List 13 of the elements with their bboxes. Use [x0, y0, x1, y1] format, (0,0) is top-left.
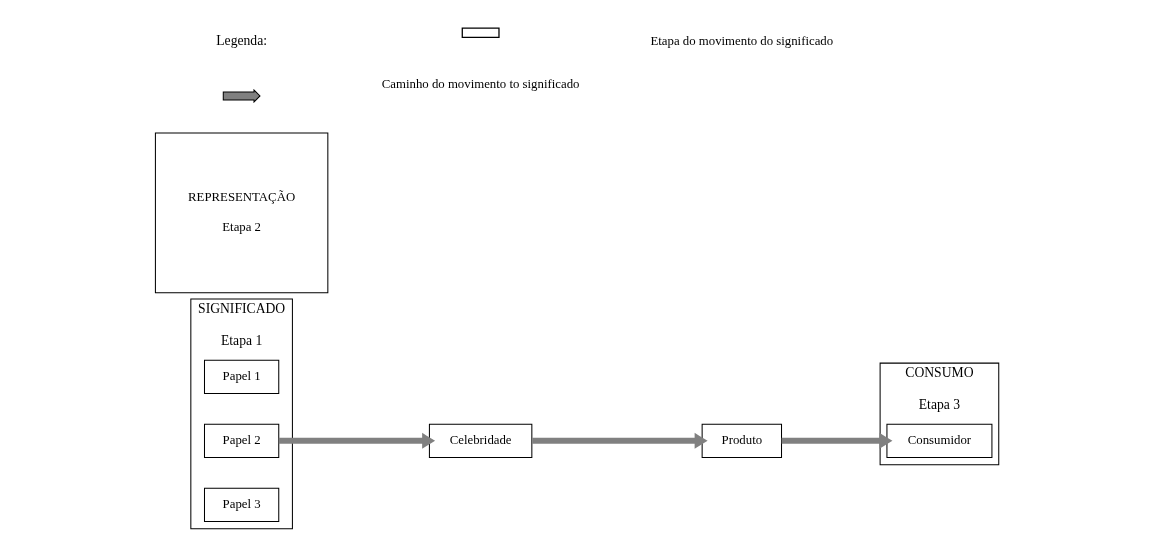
- arrow: [532, 432, 708, 449]
- node-box: Produto: [701, 423, 783, 458]
- node-box: Papel 1: [204, 359, 280, 394]
- node-box: Papel 3: [204, 487, 280, 522]
- legend-label: Etapa do movimento do significado: [650, 34, 834, 49]
- node-box: Papel 2: [204, 423, 280, 458]
- node-box: REPRESENTAÇÃO Etapa 2: [154, 132, 329, 294]
- arrow: [781, 432, 893, 449]
- legend-label: Caminho do movimento to significado: [381, 76, 580, 91]
- node-box: Consumidor: [886, 423, 993, 458]
- node-box: Celebridade: [428, 423, 533, 458]
- arrow: [278, 432, 436, 449]
- label: Legenda:: [216, 33, 267, 49]
